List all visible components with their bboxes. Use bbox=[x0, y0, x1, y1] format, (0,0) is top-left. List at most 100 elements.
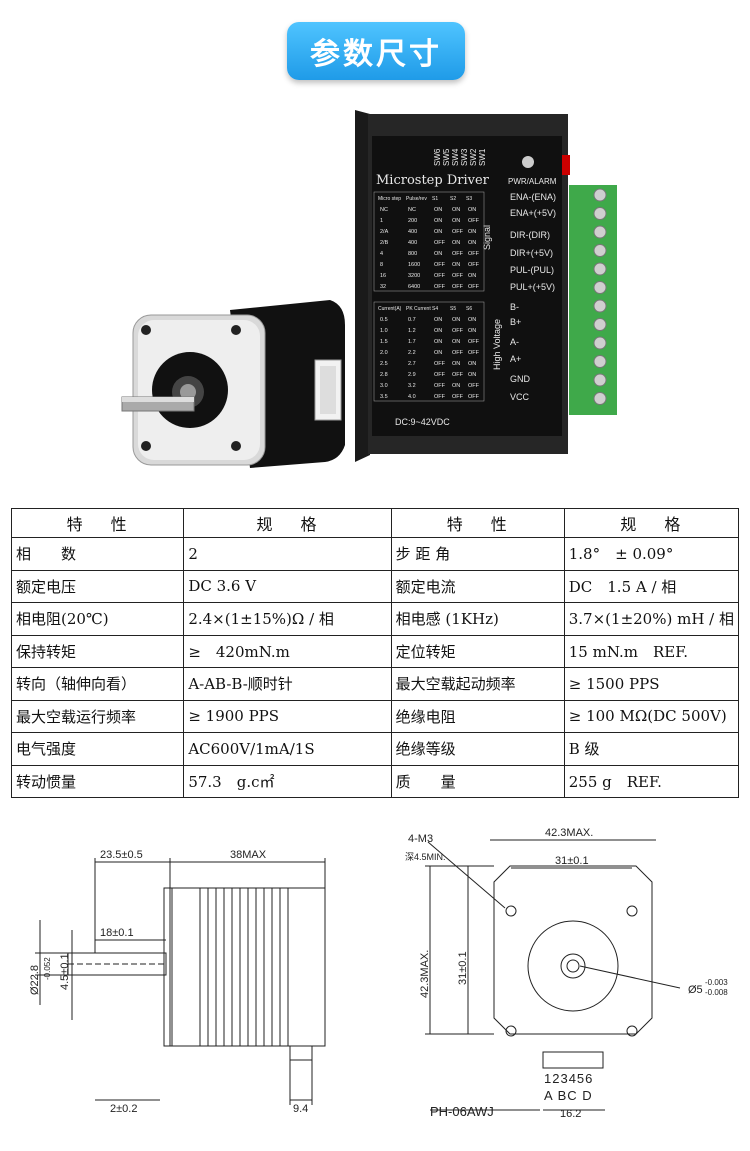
driver-table-cell: 2.7 bbox=[408, 361, 416, 367]
driver-table-cell: OFF bbox=[452, 229, 464, 235]
driver-table-cell: ON bbox=[434, 218, 442, 224]
sw-label: SW1 bbox=[478, 148, 487, 166]
driver-table-cell: ON bbox=[434, 317, 442, 323]
sw-label: SW4 bbox=[451, 148, 460, 166]
side-view-drawing bbox=[35, 858, 326, 1105]
dim-shaft-total: 23.5±0.5 bbox=[100, 849, 143, 861]
dim-boss: 2±0.2 bbox=[110, 1103, 137, 1115]
spec-row: 相电阻(20℃)2.4×(1±15%)Ω / 相相电感 (1KHz)3.7×(1… bbox=[10, 602, 740, 636]
driver-table-cell: OFF bbox=[452, 251, 464, 257]
terminal-screw bbox=[593, 262, 607, 276]
driver-table-cell: 2.2 bbox=[408, 350, 416, 356]
spec-key-cell: 转向（轴伸向看） bbox=[10, 667, 185, 701]
driver-table-cell: OFF bbox=[452, 350, 464, 356]
driver-table-header: PK Current bbox=[406, 306, 431, 312]
spec-key-cell: 步 距 角 bbox=[390, 537, 565, 571]
driver-table-cell: 3.2 bbox=[408, 383, 416, 389]
terminal-label: A- bbox=[510, 337, 519, 347]
driver-table-cell: 32 bbox=[380, 284, 386, 290]
driver-table-cell: NC bbox=[380, 207, 388, 213]
driver-table-cell: 1600 bbox=[408, 262, 420, 268]
terminal-screw bbox=[593, 188, 607, 202]
hole-depth: 深4.5MIN. bbox=[405, 852, 446, 862]
spec-value-cell: 57.3 g.c㎡ bbox=[183, 764, 392, 798]
driver-table-cell: 6400 bbox=[408, 284, 420, 290]
driver-table-cell: OFF bbox=[468, 350, 480, 356]
terminal-screw bbox=[593, 207, 607, 220]
dim-flat-length: 18±0.1 bbox=[100, 927, 134, 939]
spec-key-cell: 转动惯量 bbox=[10, 764, 185, 798]
driver-table-cell: ON bbox=[434, 350, 442, 356]
sw-label: SW2 bbox=[469, 148, 478, 166]
spec-value-cell: B 级 bbox=[563, 732, 740, 766]
driver-table-header: S4 bbox=[432, 306, 438, 312]
driver-table-cell: ON bbox=[468, 229, 476, 235]
driver-table-cell: ON bbox=[452, 339, 460, 345]
driver-table-frame bbox=[373, 191, 485, 292]
driver-table-cell: 1 bbox=[380, 218, 383, 224]
dim-body-length: 38MAX bbox=[230, 849, 267, 861]
driver-table-cell: ON bbox=[468, 328, 476, 334]
driver-table-cell: 16 bbox=[380, 273, 386, 279]
spec-key-cell: 最大空载起动频率 bbox=[390, 667, 565, 701]
driver-table-cell: 3200 bbox=[408, 273, 420, 279]
driver-table-frame bbox=[373, 301, 485, 402]
spec-row: 转向（轴伸向看）A-AB-B-顺时针最大空载起动频率≥ 1500 PPS bbox=[10, 667, 740, 701]
dim-hole-spacing-vertical: 31±0.1 bbox=[457, 951, 469, 985]
spec-value-cell: DC 1.5 A / 相 bbox=[563, 569, 740, 603]
dim-flat-depth: 4.5±0.1 bbox=[59, 953, 71, 990]
driver-table-cell: ON bbox=[468, 372, 476, 378]
driver-table-cell: NC bbox=[408, 207, 416, 213]
terminal-label: VCC bbox=[510, 392, 530, 402]
driver-table-cell: 3.0 bbox=[380, 383, 388, 389]
driver-table-header: S6 bbox=[466, 306, 472, 312]
spec-key-cell: 相电阻(20℃) bbox=[10, 602, 185, 636]
terminal-label: DIR-(DIR) bbox=[510, 230, 550, 240]
driver-table-cell: OFF bbox=[468, 383, 480, 389]
driver-table-cell: ON bbox=[468, 207, 476, 213]
driver-table-cell: 0.5 bbox=[380, 317, 388, 323]
driver-table-cell: ON bbox=[434, 207, 442, 213]
spec-key-cell: 额定电压 bbox=[10, 569, 185, 603]
driver-table-cell: OFF bbox=[468, 339, 480, 345]
spec-value-cell: ≥ 1500 PPS bbox=[563, 667, 740, 701]
terminal-label: PUL+(+5V) bbox=[510, 282, 555, 292]
driver-table-header: S3 bbox=[466, 196, 472, 202]
driver-table-cell: 400 bbox=[408, 229, 417, 235]
spec-key-cell: 质 量 bbox=[390, 764, 565, 798]
driver-table-cell: OFF bbox=[468, 218, 480, 224]
dim-hole-spacing: 31±0.1 bbox=[555, 855, 589, 867]
driver-table-cell: 2.9 bbox=[408, 372, 416, 378]
terminal-label: ENA+(+5V) bbox=[510, 208, 556, 218]
microstep-driver bbox=[355, 110, 617, 462]
driver-table-cell: 3.5 bbox=[380, 394, 388, 400]
driver-table-cell: OFF bbox=[434, 361, 446, 367]
terminal-screw bbox=[593, 336, 607, 350]
spec-value-cell: 3.7×(1±20%) mH / 相 bbox=[563, 602, 740, 636]
terminal-screw bbox=[593, 299, 607, 313]
dim-connector: 9.4 bbox=[293, 1103, 308, 1115]
driver-table-cell: 4 bbox=[380, 251, 383, 257]
pwr-alarm-label: PWR/ALARM bbox=[508, 177, 557, 186]
driver-table-cell: OFF bbox=[434, 284, 446, 290]
spec-key-cell: 定位转矩 bbox=[390, 634, 565, 668]
driver-table-cell: ON bbox=[434, 229, 442, 235]
driver-table-cell: ON bbox=[452, 383, 460, 389]
driver-table-cell: OFF bbox=[434, 240, 446, 246]
terminal-label: ENA-(ENA) bbox=[510, 192, 556, 202]
sw-label: SW5 bbox=[442, 148, 451, 166]
signal-label: Signal bbox=[482, 225, 492, 250]
header-cell: 规格 bbox=[563, 508, 740, 538]
driver-table-cell: ON bbox=[452, 262, 460, 268]
driver-table-cell: 400 bbox=[408, 240, 417, 246]
driver-table-cell: ON bbox=[452, 207, 460, 213]
driver-table-cell: OFF bbox=[452, 372, 464, 378]
connector-width: 16.2 bbox=[560, 1108, 581, 1120]
driver-table-cell: 800 bbox=[408, 251, 417, 257]
dim-height: 42.3MAX. bbox=[419, 950, 431, 998]
terminal-screw bbox=[593, 355, 607, 368]
driver-table-header: S5 bbox=[450, 306, 456, 312]
dimension-drawings: 23.5±0.5 38MAX 18±0.1 Ø22.8 -0.052 4.5±0… bbox=[29, 827, 728, 1120]
dim-shaft-tol-lower: -0.008 bbox=[705, 988, 728, 997]
